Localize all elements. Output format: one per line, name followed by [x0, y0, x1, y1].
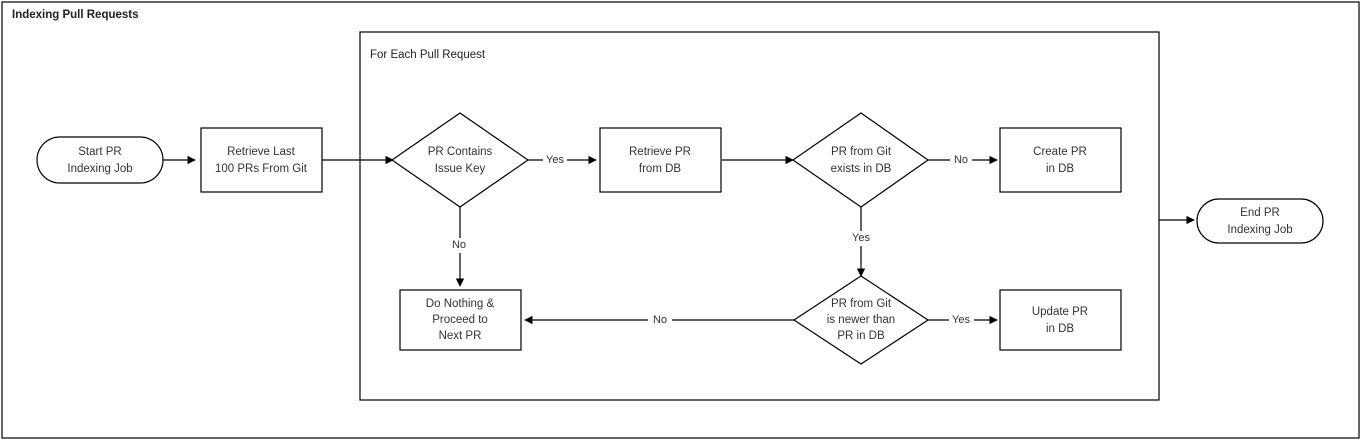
node-issue-key-line-2: Issue Key [435, 163, 486, 175]
node-update-pr-in-db[interactable]: Update PR in DB [999, 289, 1122, 351]
edge-label-issue-key-yes: Yes [546, 154, 564, 166]
node-end-pr-indexing-job[interactable]: End PR Indexing Job [1196, 198, 1324, 244]
node-end-line-1: End PR [1240, 207, 1280, 219]
node-start-line-1: Start PR [78, 146, 121, 158]
node-create-pr-in-db[interactable]: Create PR in DB [999, 127, 1122, 193]
edge-label-is-newer-yes: Yes [952, 314, 970, 326]
node-do-nothing-line-3: Next PR [439, 330, 482, 342]
node-pr-contains-issue-key[interactable]: PR Contains Issue Key [390, 112, 530, 208]
node-update-pr-line-2: in DB [1046, 323, 1074, 335]
node-create-pr-line-1: Create PR [1033, 146, 1087, 158]
node-start-line-2: Indexing Job [67, 163, 132, 175]
edge-label-is-newer-no: No [653, 314, 667, 326]
node-do-nothing-line-2: Proceed to [432, 314, 488, 326]
node-retrieve-git-line-1: Retrieve Last [227, 146, 296, 158]
edge-label-exists-no: No [954, 154, 968, 166]
edge-label-exists-yes: Yes [852, 232, 870, 244]
node-issue-key-line-1: PR Contains [428, 146, 493, 158]
node-pr-exists-in-db[interactable]: PR from Git exists in DB [791, 112, 930, 208]
node-do-nothing-line-1: Do Nothing & [426, 298, 495, 310]
node-pr-is-newer[interactable]: PR from Git is newer than PR in DB [792, 275, 930, 365]
node-do-nothing-proceed-next-pr[interactable]: Do Nothing & Proceed to Next PR [399, 289, 522, 351]
node-retrieve-db-line-2: from DB [639, 163, 682, 175]
node-exists-line-2: exists in DB [831, 163, 892, 175]
node-retrieve-db-line-1: Retrieve PR [629, 146, 691, 158]
node-retrieve-last-100-prs[interactable]: Retrieve Last 100 PRs From Git [200, 127, 323, 193]
node-is-newer-line-2: is newer than [827, 314, 895, 326]
node-create-pr-line-2: in DB [1046, 163, 1074, 175]
edge-label-issue-key-no: No [452, 239, 466, 251]
node-retrieve-pr-from-db[interactable]: Retrieve PR from DB [599, 127, 722, 193]
node-end-line-2: Indexing Job [1227, 224, 1292, 236]
node-is-newer-line-1: PR from Git [831, 298, 892, 310]
node-update-pr-line-1: Update PR [1032, 306, 1088, 318]
node-retrieve-git-line-2: 100 PRs From Git [215, 163, 308, 175]
node-start-pr-indexing-job[interactable]: Start PR Indexing Job [36, 136, 164, 184]
diagram-title: Indexing Pull Requests [12, 9, 139, 21]
node-is-newer-line-3: PR in DB [837, 330, 885, 342]
for-each-frame-label: For Each Pull Request [370, 49, 486, 61]
node-exists-line-1: PR from Git [831, 146, 892, 158]
